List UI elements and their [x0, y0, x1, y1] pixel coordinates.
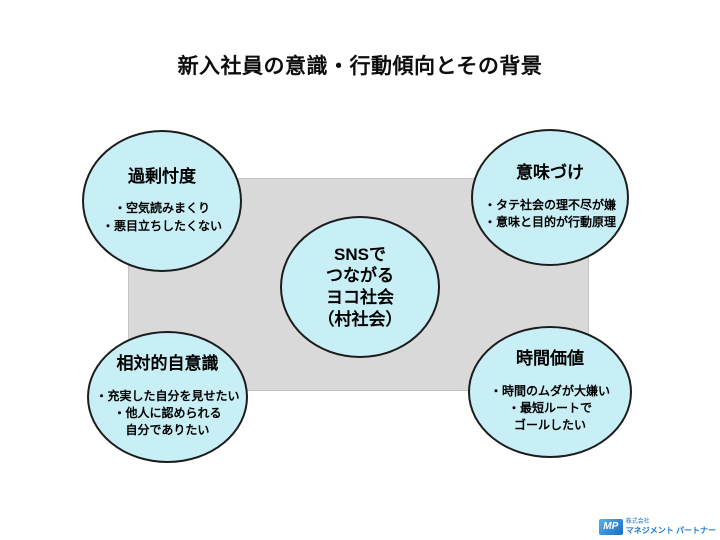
mp-logo-icon: MP — [598, 518, 623, 535]
bubble-bullets: ・空気読みまくり ・悪目立ちしたくない — [102, 200, 222, 235]
bubble-top-right: 意味づけ ・タテ社会の理不尽が嫌 ・意味と目的が行動原理 — [471, 129, 629, 266]
bubble-center-line: （村社会） — [317, 309, 403, 329]
bullet-line: ・空気読みまくり — [113, 201, 210, 216]
bubble-bullets: ・充実した自分を見せたい ・他人に認められる 自分でありたい — [95, 388, 239, 440]
bubble-bullets: ・タテ社会の理不尽が嫌 ・意味と目的が行動原理 — [484, 197, 616, 232]
bullet-line: ゴールしたい — [513, 418, 586, 433]
bubble-title: 相対的自意識 — [116, 354, 219, 374]
bullet-line: ・最短ルートで — [507, 401, 592, 415]
bullet-line: ・意味と目的が行動原理 — [483, 215, 616, 230]
company-logo-text: 株式会社 マネジメント パートナー — [626, 519, 716, 535]
page-title: 新入社員の意識・行動傾向とその背景 — [177, 55, 543, 78]
bubble-center-line: つながる — [326, 266, 394, 286]
company-logo: MP 株式会社 マネジメント パートナー — [598, 518, 716, 535]
bubble-center-line: ヨコ社会 — [326, 288, 394, 307]
bubble-title: 意味づけ — [516, 163, 584, 183]
bubble-bottom-right: 時間価値 ・時間のムダが大嫌い ・最短ルートで ゴールしたい — [468, 326, 632, 458]
bubble-title: 時間価値 — [516, 349, 584, 369]
bubble-title: 過剰忖度 — [128, 166, 196, 186]
bullet-line: ・時間のムダが大嫌い — [489, 383, 610, 398]
company-name: マネジメント パートナー — [625, 525, 716, 535]
bullet-line: ・充実した自分を見せたい — [95, 388, 240, 403]
bubble-bullets: ・時間のムダが大嫌い ・最短ルートで ゴールしたい — [490, 383, 610, 435]
bubble-bottom-left: 相対的自意識 ・充実した自分を見せたい ・他人に認められる 自分でありたい — [87, 331, 248, 463]
bullet-line: 自分でありたい — [125, 423, 210, 438]
bullet-line: ・他人に認められる — [113, 406, 222, 420]
company-prefix: 株式会社 — [625, 518, 650, 525]
bubble-center-line: SNSで — [334, 244, 386, 264]
bullet-line: ・タテ社会の理不尽が嫌 — [483, 197, 616, 212]
bullet-line: ・悪目立ちしたくない — [101, 218, 222, 233]
bubble-top-left: 過剰忖度 ・空気読みまくり ・悪目立ちしたくない — [82, 130, 242, 272]
bubble-center-sns: SNSで つながる ヨコ社会 （村社会） — [280, 216, 440, 358]
